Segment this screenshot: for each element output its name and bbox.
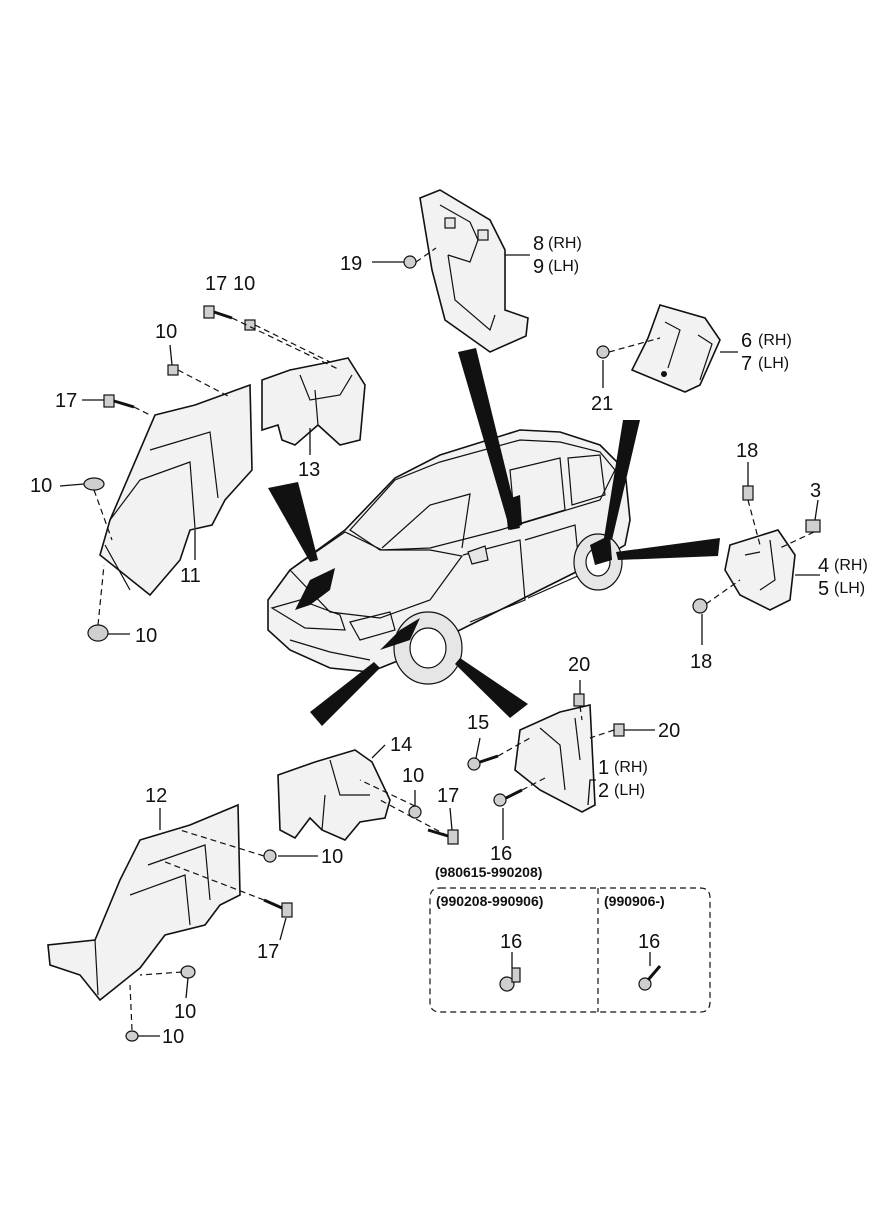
label-2-suffix: (LH) <box>614 782 645 799</box>
label-7-suffix: (LH) <box>758 355 789 372</box>
part-14-shield <box>277 749 391 841</box>
label-6: 6 <box>741 330 752 352</box>
date-range-box <box>429 887 711 1013</box>
label-16-main: 16 <box>490 843 512 865</box>
dashed-guides <box>93 247 815 1031</box>
label-14: 14 <box>390 734 412 756</box>
date-range-b: (990208-990906) <box>436 893 543 909</box>
fasteners <box>83 255 821 1042</box>
label-16-variant-c: 16 <box>638 931 660 953</box>
part-1-2-mudguard <box>514 704 596 813</box>
label-19: 19 <box>340 253 362 275</box>
label-10-bottom-left: 10 <box>174 1001 196 1023</box>
label-10-upper: 10 <box>155 321 177 343</box>
label-17-bottom-left: 17 <box>257 941 279 963</box>
leader-lines <box>59 254 820 1037</box>
label-1: 1 <box>598 757 609 779</box>
label-21: 21 <box>591 393 613 415</box>
label-4-suffix: (RH) <box>834 557 868 574</box>
label-10-bottom-center: 10 <box>402 765 424 787</box>
date-range-a: (980615-990208) <box>435 864 542 880</box>
car-illustration <box>267 429 631 685</box>
pointer-arrows <box>268 348 720 726</box>
part-4-5-mudguard <box>724 529 796 611</box>
label-20-top: 20 <box>568 654 590 676</box>
label-20-right: 20 <box>658 720 680 742</box>
label-5-suffix: (LH) <box>834 580 865 597</box>
callout-labels: 19 8 (RH) 9 (LH) 6 (RH) 7 (LH) 21 17 10 … <box>30 233 868 1048</box>
label-9: 9 <box>533 256 544 278</box>
label-13: 13 <box>298 459 320 481</box>
label-8-suffix: (RH) <box>548 235 582 252</box>
label-4: 4 <box>818 555 829 577</box>
label-5: 5 <box>818 578 829 600</box>
label-2: 2 <box>598 780 609 802</box>
part-12-shield <box>47 803 241 1002</box>
label-10-lower-left: 10 <box>135 625 157 647</box>
part-6-7-bracket <box>630 304 721 393</box>
label-10-bottom-mid: 10 <box>321 846 343 868</box>
label-6-suffix: (RH) <box>758 332 792 349</box>
label-17-left: 17 <box>55 390 77 412</box>
label-11: 11 <box>180 565 201 587</box>
part-8-9-bracket <box>419 189 529 353</box>
label-12: 12 <box>145 785 167 807</box>
label-3: 3 <box>810 480 821 502</box>
label-18-top: 18 <box>736 440 758 462</box>
label-9-suffix: (LH) <box>548 258 579 275</box>
part-11-shield <box>99 383 253 597</box>
label-10-top: 10 <box>233 273 255 295</box>
label-10-left: 10 <box>30 475 52 497</box>
label-17-bottom-center: 17 <box>437 785 459 807</box>
label-17-top: 17 <box>205 273 227 295</box>
label-7: 7 <box>741 353 752 375</box>
label-18-bottom: 18 <box>690 651 712 673</box>
date-range-c: (990906-) <box>604 893 665 909</box>
label-1-suffix: (RH) <box>614 759 648 776</box>
label-10-bottom-most: 10 <box>162 1026 184 1048</box>
label-15: 15 <box>467 712 489 734</box>
label-16-variant-b: 16 <box>500 931 522 953</box>
label-8: 8 <box>533 233 544 255</box>
part-13-shield <box>261 357 366 446</box>
